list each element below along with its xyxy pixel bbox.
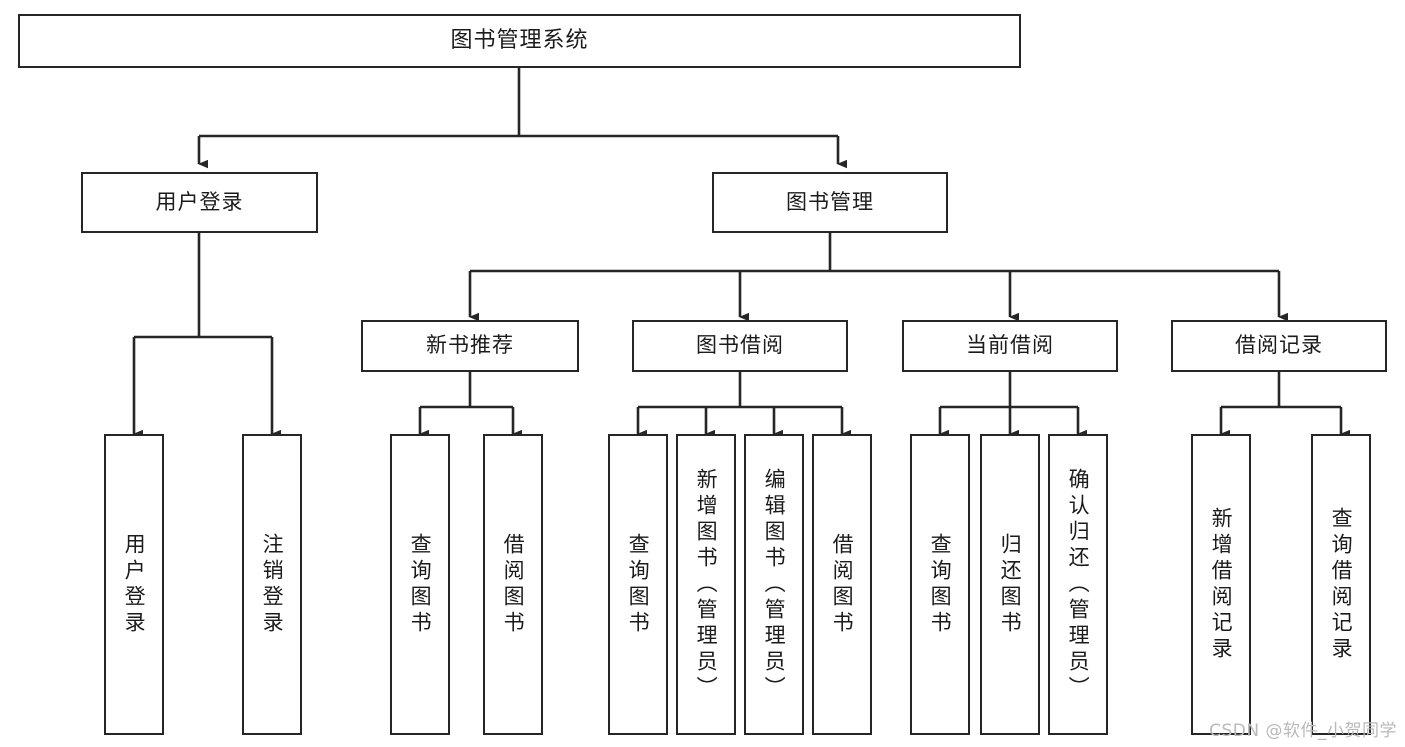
node-root-system[interactable]: 图书管理系统 bbox=[18, 14, 1021, 68]
node-leaf-add-book[interactable]: 新增图书（管理员） bbox=[676, 434, 736, 735]
node-user-login[interactable]: 用户登录 bbox=[81, 172, 318, 233]
node-leaf-user-login[interactable]: 用户登录 bbox=[104, 434, 164, 735]
node-leaf-query-book-2[interactable]: 查询图书 bbox=[608, 434, 668, 735]
node-label: 查询图书 bbox=[928, 532, 953, 637]
node-label: 图书借阅 bbox=[696, 333, 784, 358]
node-leaf-add-record[interactable]: 新增借阅记录 bbox=[1191, 434, 1251, 735]
node-label: 归还图书 bbox=[998, 532, 1023, 637]
node-leaf-return-book[interactable]: 归还图书 bbox=[980, 434, 1040, 735]
node-label: 新书推荐 bbox=[426, 333, 514, 358]
node-label: 新增借阅记录 bbox=[1209, 506, 1234, 663]
node-label: 用户登录 bbox=[155, 189, 244, 214]
node-label: 新增图书（管理员） bbox=[694, 467, 719, 702]
node-book-management[interactable]: 图书管理 bbox=[712, 172, 948, 233]
node-current-borrow[interactable]: 当前借阅 bbox=[902, 320, 1118, 372]
node-label: 编辑图书（管理员） bbox=[762, 467, 787, 702]
node-leaf-query-record[interactable]: 查询借阅记录 bbox=[1311, 434, 1371, 735]
node-label: 借阅图书 bbox=[830, 532, 855, 637]
node-label: 用户登录 bbox=[122, 532, 147, 637]
node-leaf-query-book-3[interactable]: 查询图书 bbox=[910, 434, 970, 735]
node-leaf-logout-login[interactable]: 注销登录 bbox=[242, 434, 302, 735]
node-book-borrow[interactable]: 图书借阅 bbox=[632, 320, 848, 372]
node-label: 查询图书 bbox=[408, 532, 433, 637]
node-label: 图书管理 bbox=[786, 189, 874, 214]
node-leaf-query-book-1[interactable]: 查询图书 bbox=[390, 434, 450, 735]
node-borrow-record[interactable]: 借阅记录 bbox=[1171, 320, 1387, 372]
node-label: 图书管理系统 bbox=[450, 27, 589, 53]
node-leaf-confirm-return[interactable]: 确认归还（管理员） bbox=[1048, 434, 1108, 735]
node-leaf-borrow-book-1[interactable]: 借阅图书 bbox=[483, 434, 543, 735]
node-leaf-borrow-book-2[interactable]: 借阅图书 bbox=[812, 434, 872, 735]
node-label: 查询图书 bbox=[626, 532, 651, 637]
node-label: 确认归还（管理员） bbox=[1066, 467, 1091, 702]
watermark-text: CSDN @软件_小贺同学 bbox=[1209, 721, 1397, 741]
node-label: 查询借阅记录 bbox=[1329, 506, 1354, 663]
node-label: 当前借阅 bbox=[966, 333, 1054, 358]
node-label: 注销登录 bbox=[260, 532, 285, 637]
node-label: 借阅记录 bbox=[1235, 333, 1323, 358]
node-new-book-recommend[interactable]: 新书推荐 bbox=[361, 320, 579, 372]
node-label: 借阅图书 bbox=[501, 532, 526, 637]
node-leaf-edit-book[interactable]: 编辑图书（管理员） bbox=[744, 434, 804, 735]
